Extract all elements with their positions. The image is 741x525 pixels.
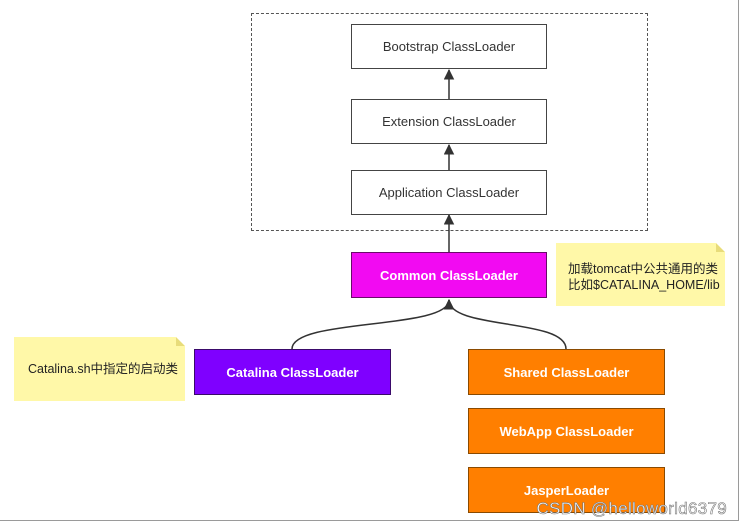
catalina-classloader-label: Catalina ClassLoader bbox=[226, 364, 359, 380]
bootstrap-classloader-label: Bootstrap ClassLoader bbox=[382, 39, 516, 54]
common-note: 加载tomcat中公共通用的类 比如$CATALINA_HOME/lib bbox=[556, 243, 725, 306]
common-note-line1: 加载tomcat中公共通用的类 bbox=[568, 262, 719, 276]
webapp-classloader-label: WebApp ClassLoader bbox=[499, 423, 634, 439]
shared-classloader-label: Shared ClassLoader bbox=[503, 364, 630, 380]
application-classloader-label: Application ClassLoader bbox=[378, 185, 520, 200]
jasper-loader-label: JasperLoader bbox=[523, 482, 610, 498]
jasper-loader-node: JasperLoader bbox=[468, 467, 665, 513]
common-classloader-node: Common ClassLoader bbox=[351, 252, 547, 298]
catalina-note-text: Catalina.sh中指定的启动类 bbox=[28, 362, 179, 376]
common-classloader-label: Common ClassLoader bbox=[380, 267, 518, 283]
application-classloader-node: Application ClassLoader bbox=[351, 170, 547, 215]
webapp-classloader-node: WebApp ClassLoader bbox=[468, 408, 665, 454]
shared-classloader-node: Shared ClassLoader bbox=[468, 349, 665, 395]
catalina-classloader-node: Catalina ClassLoader bbox=[194, 349, 391, 395]
common-note-line2: 比如$CATALINA_HOME/lib bbox=[568, 278, 720, 292]
arrow-catalina-to-common bbox=[291, 298, 455, 350]
note-fold-icon bbox=[176, 337, 185, 346]
extension-classloader-node: Extension ClassLoader bbox=[351, 99, 547, 144]
bootstrap-classloader-node: Bootstrap ClassLoader bbox=[351, 24, 547, 69]
note-fold-icon bbox=[716, 243, 725, 252]
extension-classloader-label: Extension ClassLoader bbox=[382, 114, 516, 129]
arrow-shared-to-common bbox=[443, 298, 567, 350]
watermark: CSDN @helloworld6379 bbox=[536, 499, 727, 519]
catalina-note: Catalina.sh中指定的启动类 bbox=[14, 337, 185, 401]
